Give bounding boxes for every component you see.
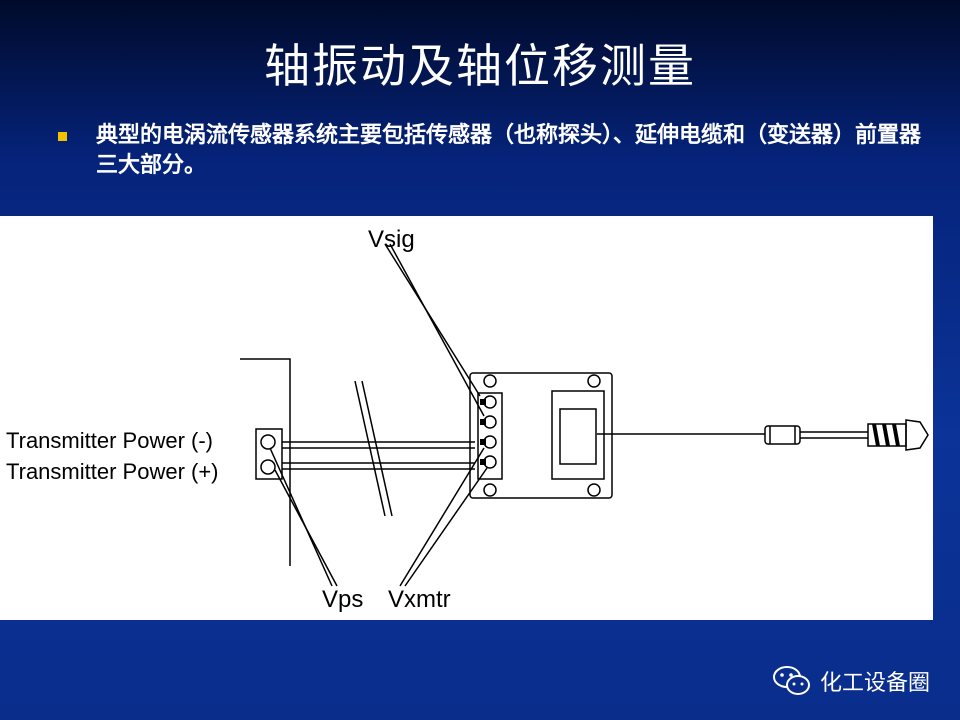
wechat-icon [772,666,810,695]
break-mark-1 [354,380,386,517]
vxmtr-leader-1 [399,447,485,587]
slide-title: 轴振动及轴位移测量 [264,39,696,93]
watermark: 化工设备圈 [772,664,930,698]
vxmtr-leader-2 [404,467,488,587]
bullet-square-icon [58,132,67,141]
vps-leader-1 [269,447,333,587]
diagram-drawing [240,243,929,587]
cable-connector [764,425,801,445]
sensor-system-diagram: Vsig Transmitter Power (-) Transmitter P… [0,216,933,620]
bullet-item: 典型的电涡流传感器系统主要包括传感器（也称探头）、延伸电缆和（变送器）前置器三大… [58,120,928,180]
vps-leader-2 [274,469,338,587]
label-transmitter-power-pos: Transmitter Power (+) [6,459,219,484]
transmitter-body [469,372,613,499]
break-mark-2 [361,380,393,517]
vsig-leader-2 [389,243,485,417]
transmitter-cover [551,390,605,480]
transmitter-terminals [477,392,503,480]
label-transmitter-power-neg: Transmitter Power (-) [6,428,213,453]
terminal-block [255,428,283,480]
vsig-leader-1 [384,243,481,397]
label-vxmtr: Vxmtr [388,586,451,613]
label-vps: Vps [322,586,364,613]
bullet-text: 典型的电涡流传感器系统主要包括传感器（也称探头）、延伸电缆和（变送器）前置器三大… [96,122,922,178]
watermark-text: 化工设备圈 [819,671,930,696]
label-vsig: Vsig [368,226,415,253]
